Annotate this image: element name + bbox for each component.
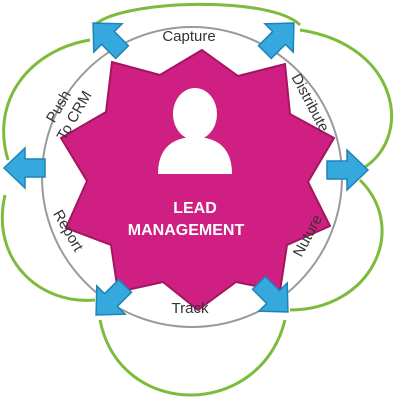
person-icon (158, 88, 232, 174)
outer-loop-left-upper (2, 38, 91, 161)
outer-loop-top (93, 2, 302, 27)
arrow-icon-top-left (92, 22, 130, 60)
outer-loop-left-lower (0, 194, 96, 302)
arrow-icon-right (326, 148, 370, 192)
outer-loops (0, 2, 393, 397)
center-title-line2: MANAGEMENT (128, 222, 245, 239)
arrow-icon-bottom-left (95, 278, 133, 316)
center-shape (59, 48, 336, 312)
outer-loop-right-lower (289, 178, 384, 312)
arrow-icon-top-right (257, 22, 295, 60)
outer-loop-right-upper (299, 28, 393, 172)
center-title-line1: LEAD (173, 200, 217, 217)
arrow-icon-left (2, 146, 46, 190)
arrow-icon-bottom-right (251, 275, 289, 313)
stage-label-track: Track (172, 300, 209, 317)
arrows (2, 22, 370, 316)
stage-label-capture: Capture (162, 28, 215, 45)
outer-loop-bottom (98, 319, 287, 397)
